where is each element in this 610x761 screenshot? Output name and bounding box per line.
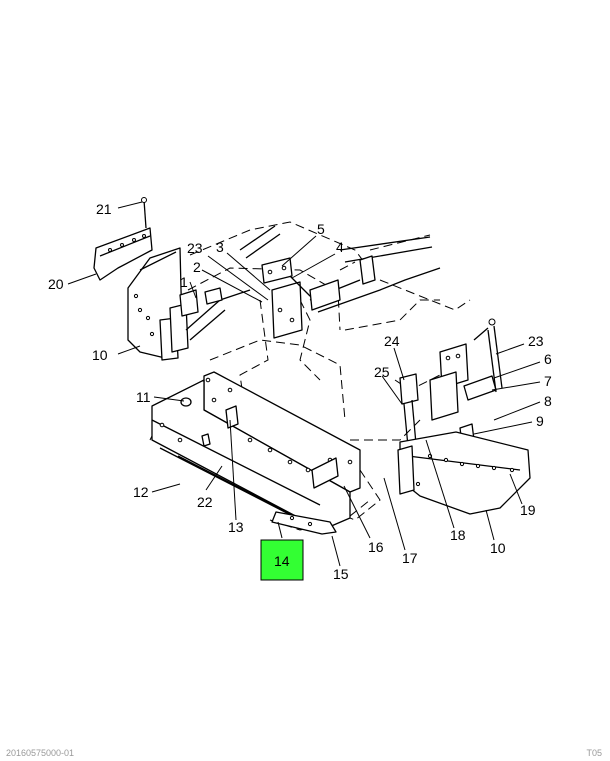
callout-13[interactable]: 13 [228, 519, 244, 535]
callout-25[interactable]: 25 [374, 364, 390, 380]
left-mount-bracket [179, 287, 251, 341]
bottom-skid-plate [271, 511, 337, 535]
right-bumper-end [397, 431, 531, 515]
callout-11[interactable]: 11 [136, 389, 151, 405]
leader-lines [67, 201, 541, 567]
callout-9[interactable]: 9 [536, 413, 544, 429]
right-mount-bracket [399, 318, 503, 491]
callout-12[interactable]: 12 [133, 484, 149, 500]
callout-labels: 21 20 23 3 5 4 2 1 10 11 12 22 13 14 15 … [48, 201, 552, 582]
callout-2[interactable]: 2 [193, 259, 201, 275]
callout-14[interactable]: 14 [274, 553, 290, 569]
callout-21[interactable]: 21 [96, 201, 112, 217]
highlighted-callout-box[interactable] [260, 539, 304, 581]
callout-18[interactable]: 18 [450, 527, 466, 543]
frame-rails [309, 236, 441, 313]
callout-20[interactable]: 20 [48, 276, 64, 292]
callout-24[interactable]: 24 [384, 333, 400, 349]
callout-1[interactable]: 1 [180, 274, 188, 290]
callout-17[interactable]: 17 [402, 550, 418, 566]
callout-5[interactable]: 5 [317, 221, 325, 237]
callout-3[interactable]: 3 [216, 239, 224, 255]
callout-10-left[interactable]: 10 [92, 347, 108, 363]
footer-drawing-id: 20160575000-01 [6, 748, 75, 758]
callout-16[interactable]: 16 [368, 539, 384, 555]
left-bumper-extension [93, 197, 153, 281]
callout-4[interactable]: 4 [336, 239, 344, 255]
left-bumper-end [127, 247, 189, 361]
callout-22[interactable]: 22 [197, 494, 213, 510]
callout-15[interactable]: 15 [333, 566, 349, 582]
callout-6[interactable]: 6 [544, 351, 552, 367]
main-bumper-plate [151, 371, 361, 531]
callout-19[interactable]: 19 [520, 502, 536, 518]
callout-10-right[interactable]: 10 [490, 540, 506, 556]
callout-7[interactable]: 7 [544, 373, 552, 389]
center-mount-bracket [239, 225, 341, 339]
callout-23-left[interactable]: 23 [187, 240, 203, 256]
footer-page-code: T05 [586, 748, 602, 758]
callout-8[interactable]: 8 [544, 393, 552, 409]
callout-23-right[interactable]: 23 [528, 333, 544, 349]
